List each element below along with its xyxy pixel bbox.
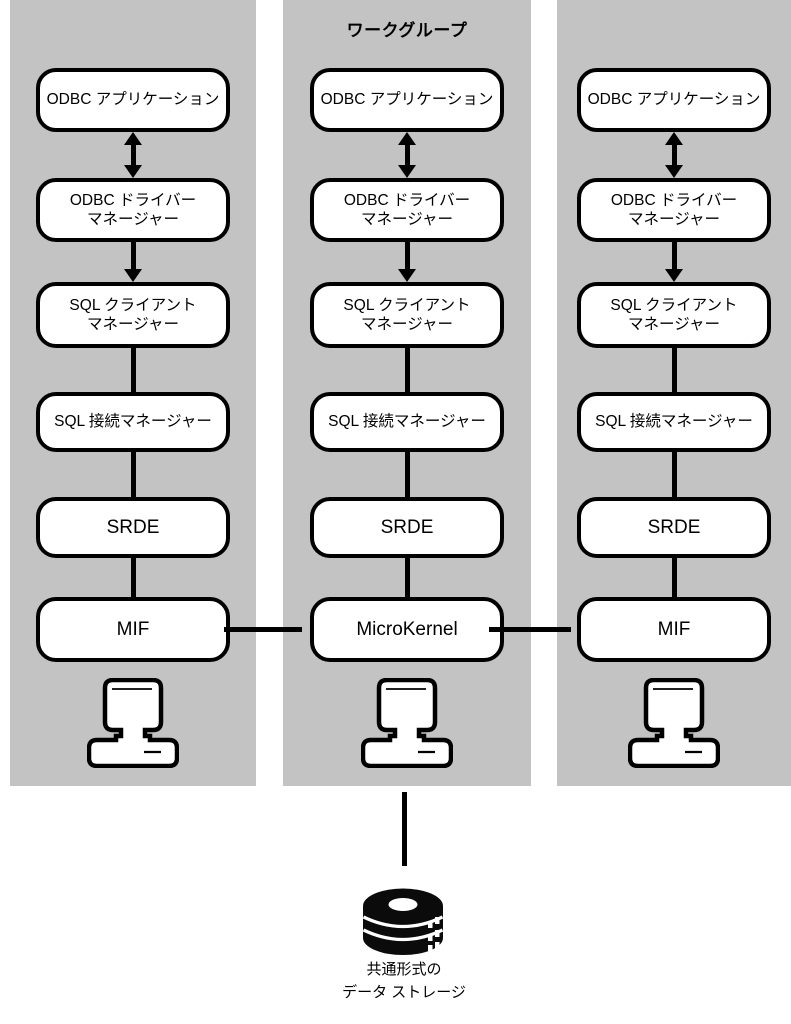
box-odbc-driver-manager: ODBC ドライバー マネージャー — [310, 178, 504, 242]
box-label: MIF — [116, 618, 150, 640]
computer-icon — [628, 678, 720, 768]
box-label: マネージャー — [628, 211, 720, 228]
arrow-up-head — [398, 132, 416, 145]
arrow-bidirectional-line — [404, 142, 410, 166]
connector-line — [671, 556, 677, 597]
connector-line — [130, 346, 136, 392]
panel-workstation-left: ODBC アプリケーション ODBC ドライバー マネージャー SQL クライア… — [10, 0, 256, 786]
box-label: ODBC アプリケーション — [320, 91, 494, 109]
box-sql-client-manager: SQL クライアント マネージャー — [36, 282, 230, 348]
arrow-down-line — [671, 242, 677, 270]
box-label: SQL 接続マネージャー — [54, 413, 212, 431]
storage-link-line — [402, 792, 407, 866]
arrow-down-line — [130, 242, 136, 270]
connector-line — [671, 450, 677, 497]
box-label: SQL 接続マネージャー — [595, 413, 753, 431]
box-sql-connection-manager: SQL 接続マネージャー — [310, 392, 504, 452]
connector-line — [130, 450, 136, 497]
box-odbc-application: ODBC アプリケーション — [577, 68, 771, 132]
arrow-down-head — [124, 269, 142, 282]
connector-line — [404, 450, 410, 497]
computer-icon — [361, 678, 453, 768]
box-label: SRDE — [380, 516, 434, 538]
connector-line — [671, 346, 677, 392]
arrow-down-head — [398, 165, 416, 178]
mif-microkernel-link-right — [489, 627, 571, 632]
arrow-up-head — [124, 132, 142, 145]
arrow-down-line — [404, 242, 410, 270]
storage-disk-icon — [362, 888, 444, 955]
box-microkernel: MicroKernel — [310, 597, 504, 662]
arrow-down-head — [124, 165, 142, 178]
arrow-bidirectional-line — [130, 142, 136, 166]
box-label: ODBC アプリケーション — [46, 91, 220, 109]
box-sql-connection-manager: SQL 接続マネージャー — [36, 392, 230, 452]
box-sql-client-manager: SQL クライアント マネージャー — [310, 282, 504, 348]
box-label: ODBC ドライバー — [69, 191, 197, 209]
panel-workstation-right: ODBC アプリケーション ODBC ドライバー マネージャー SQL クライア… — [557, 0, 791, 786]
arrow-down-head — [665, 269, 683, 282]
workgroup-title: ワークグループ — [346, 21, 468, 40]
arrow-up-head — [665, 132, 683, 145]
box-label: マネージャー — [87, 211, 179, 228]
box-label: SRDE — [106, 516, 160, 538]
box-label: SQL クライアント — [69, 296, 197, 314]
box-label: MIF — [657, 618, 691, 640]
storage-label-line1: 共通形式の — [366, 961, 442, 978]
box-label: マネージャー — [628, 316, 720, 333]
box-label: SQL 接続マネージャー — [328, 413, 486, 431]
arrow-bidirectional-line — [671, 142, 677, 166]
box-odbc-driver-manager: ODBC ドライバー マネージャー — [36, 178, 230, 242]
connector-line — [404, 346, 410, 392]
box-label: マネージャー — [361, 316, 453, 333]
box-label: SRDE — [647, 516, 701, 538]
box-mif: MIF — [36, 597, 230, 662]
box-srde: SRDE — [36, 497, 230, 558]
box-srde: SRDE — [310, 497, 504, 558]
connector-line — [404, 556, 410, 597]
arrow-down-head — [398, 269, 416, 282]
storage-label-line2: データ ストレージ — [342, 984, 466, 1001]
box-label: ODBC ドライバー — [343, 191, 471, 209]
box-sql-connection-manager: SQL 接続マネージャー — [577, 392, 771, 452]
box-mif: MIF — [577, 597, 771, 662]
computer-icon — [87, 678, 179, 768]
box-label: マネージャー — [361, 211, 453, 228]
box-odbc-driver-manager: ODBC ドライバー マネージャー — [577, 178, 771, 242]
box-label: ODBC アプリケーション — [587, 91, 761, 109]
arrow-down-head — [665, 165, 683, 178]
box-label: SQL クライアント — [343, 296, 471, 314]
mif-microkernel-link-left — [224, 627, 302, 632]
storage-label: 共通形式の データ ストレージ — [294, 958, 514, 1004]
panel-workgroup-server: ワークグループ ODBC アプリケーション ODBC ドライバー マネージャー … — [283, 0, 531, 786]
box-odbc-application: ODBC アプリケーション — [310, 68, 504, 132]
box-label: ODBC ドライバー — [610, 191, 738, 209]
box-odbc-application: ODBC アプリケーション — [36, 68, 230, 132]
connector-line — [130, 556, 136, 597]
box-srde: SRDE — [577, 497, 771, 558]
box-sql-client-manager: SQL クライアント マネージャー — [577, 282, 771, 348]
box-label: MicroKernel — [356, 618, 458, 640]
box-label: SQL クライアント — [610, 296, 738, 314]
box-label: マネージャー — [87, 316, 179, 333]
